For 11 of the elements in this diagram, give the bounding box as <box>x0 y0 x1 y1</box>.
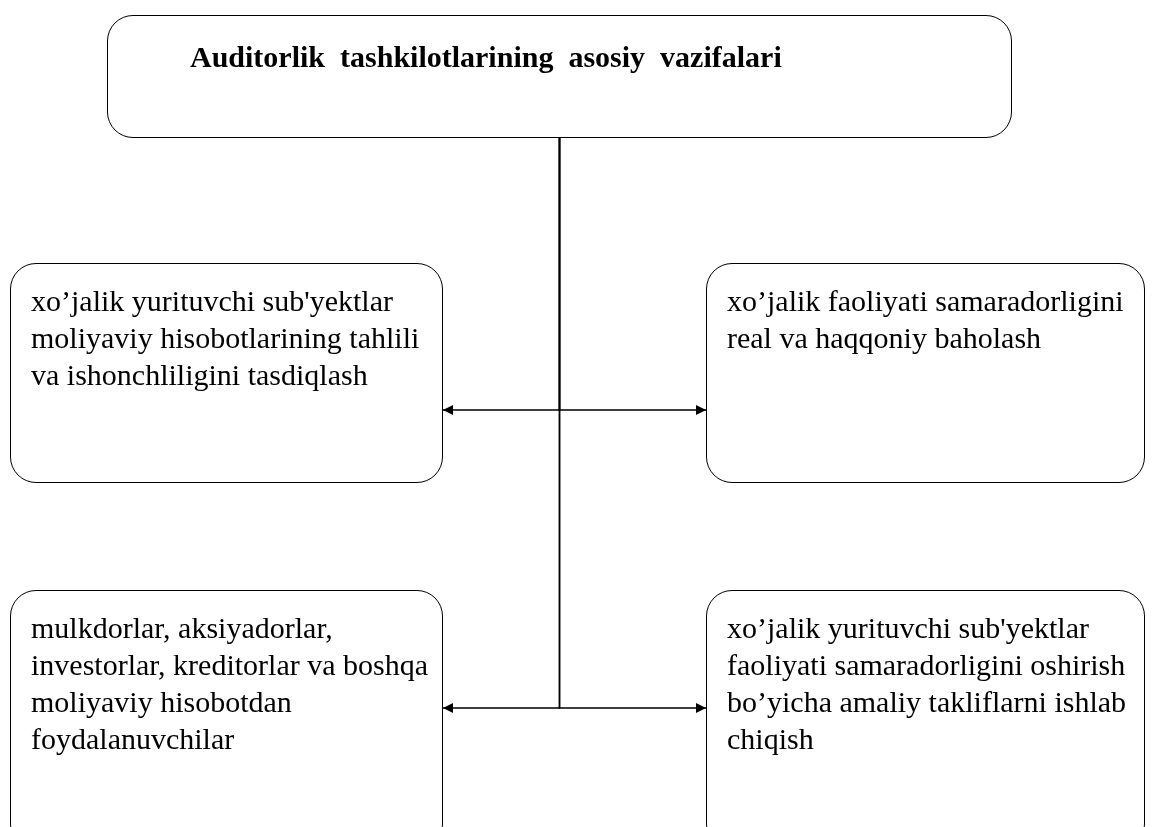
box-text: mulkdorlar, aksiyadorlar, investorlar, kreditorlar va boshqa moliyaviy hisobotdan foydalanuvchilar <box>31 610 429 757</box>
box-text: xo’jalik yurituvchi sub'yektlar moliyaviy hisobotlarining tahlili va ishonchliligini tasdiqlash <box>31 283 421 393</box>
rounded-box <box>706 263 1145 483</box>
rounded-box <box>107 15 1012 138</box>
title-text: Auditorlik tashkilotlarining asosiy vazifalari <box>190 39 783 75</box>
arrow <box>558 137 707 713</box>
rounded-box <box>706 590 1145 827</box>
box-text: xo’jalik faoliyati samaradorligini real va haqqoniy baholash <box>727 283 1125 356</box>
box-text: xo’jalik yurituvchi sub'yektlar faoliyati samaradorligini oshirish bo’yicha amaliy takliflarni ishlab chiqish <box>727 610 1128 757</box>
rounded-box <box>10 590 443 827</box>
rounded-box <box>10 263 443 483</box>
